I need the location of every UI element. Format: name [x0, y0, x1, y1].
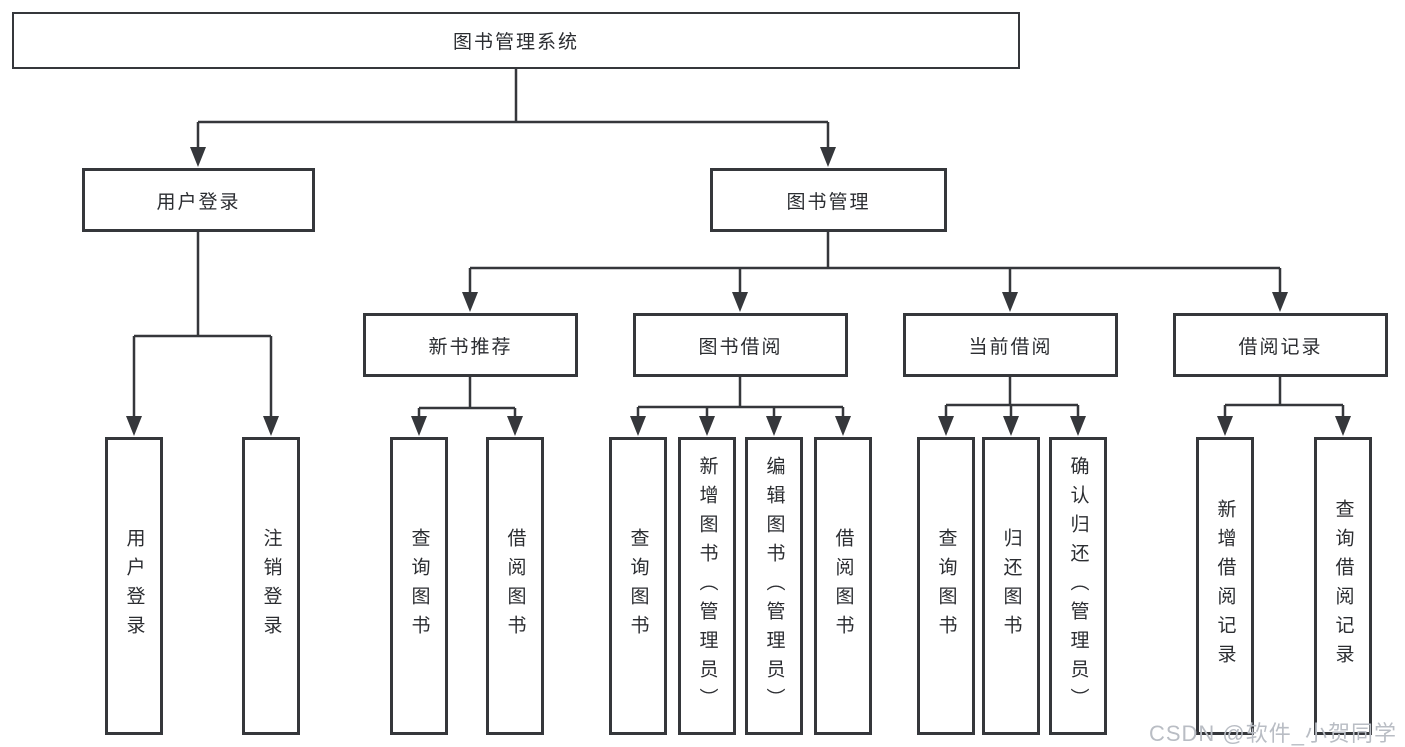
node-book-borrow: 图书借阅: [633, 313, 848, 377]
node-label: 编辑图书（管理员）: [763, 455, 785, 717]
node-user-login: 用户登录: [82, 168, 315, 232]
arrowhead-icons: [126, 147, 1351, 436]
node-label: 用户登录: [123, 528, 145, 644]
node-label: 查询图书: [408, 528, 430, 644]
leaf-borrow-books: 借阅图书: [486, 437, 544, 735]
node-label: 借阅图书: [832, 528, 854, 644]
leaf-query-books: 查询图书: [390, 437, 448, 735]
leaf-user-login: 用户登录: [105, 437, 163, 735]
leaf-borrow-books: 借阅图书: [814, 437, 872, 735]
node-label: 图书管理系统: [452, 32, 579, 53]
node-label: 图书管理: [786, 191, 871, 213]
node-label: 查询借阅记录: [1332, 499, 1354, 673]
leaf-add-borrow-record: 新增借阅记录: [1196, 437, 1254, 735]
node-label: 新书推荐: [428, 336, 513, 358]
leaf-add-books-admin: 新增图书（管理员）: [678, 437, 736, 735]
node-label: 归还图书: [1000, 528, 1022, 644]
node-new-book-recommend: 新书推荐: [363, 313, 578, 377]
node-label: 借阅记录: [1238, 336, 1323, 358]
leaf-query-books: 查询图书: [609, 437, 667, 735]
node-label: 借阅图书: [504, 528, 526, 644]
leaf-edit-books-admin: 编辑图书（管理员）: [745, 437, 803, 735]
leaf-confirm-return-admin: 确认归还（管理员）: [1049, 437, 1107, 735]
leaf-query-borrow-record: 查询借阅记录: [1314, 437, 1372, 735]
node-label: 查询图书: [627, 528, 649, 644]
node-label: 当前借阅: [968, 336, 1053, 358]
node-label: 新增借阅记录: [1214, 499, 1236, 673]
node-label: 用户登录: [156, 191, 241, 213]
node-current-borrow: 当前借阅: [903, 313, 1118, 377]
node-borrow-records: 借阅记录: [1173, 313, 1388, 377]
leaf-return-books: 归还图书: [982, 437, 1040, 735]
leaf-query-books: 查询图书: [917, 437, 975, 735]
node-label: 图书借阅: [698, 336, 783, 358]
node-library-management-system: 图书管理系统: [12, 12, 1020, 69]
node-label: 确认归还（管理员）: [1067, 455, 1089, 717]
node-label: 注销登录: [260, 528, 282, 644]
node-label: 新增图书（管理员）: [696, 455, 718, 717]
leaf-logout: 注销登录: [242, 437, 300, 735]
csdn-watermark: CSDN @软件_小贺同学: [1148, 721, 1397, 746]
node-book-management: 图书管理: [710, 168, 947, 232]
node-label: 查询图书: [935, 528, 957, 644]
